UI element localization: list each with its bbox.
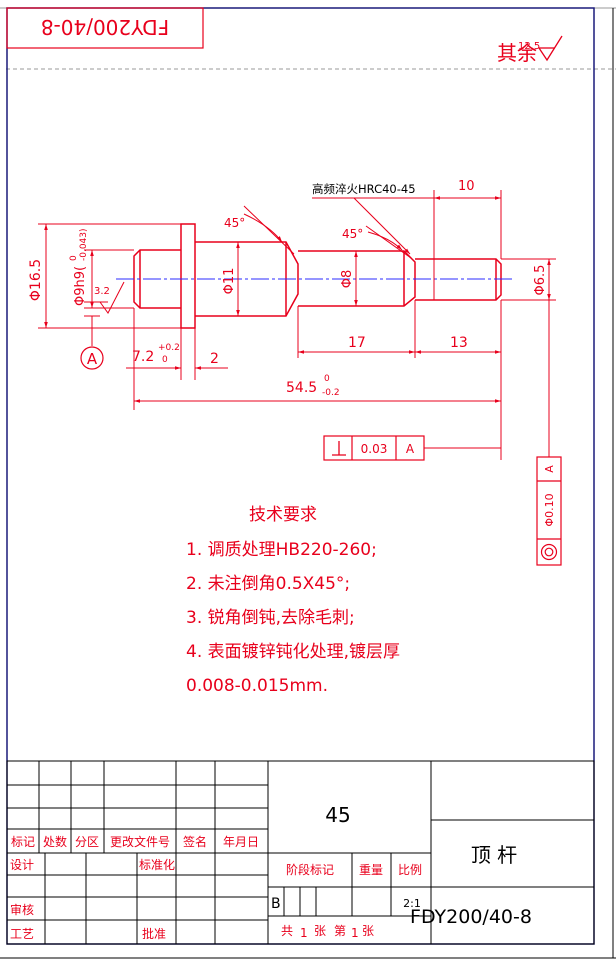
dim-length-54-5-lower: -0.2 <box>322 388 340 398</box>
label-change-doc: 更改文件号 <box>110 834 170 849</box>
datum-a-label: A <box>87 350 98 368</box>
rotated-drawing-number: FDY200/40-8 <box>41 15 169 39</box>
label-sheets-total: 共 <box>281 924 293 938</box>
concentricity-datum: A <box>543 465 556 473</box>
label-ratio: 比例 <box>398 863 422 877</box>
sheets-total-num: 1 <box>300 926 308 940</box>
label-process: 工艺 <box>10 927 34 941</box>
dimension-lines <box>38 190 556 460</box>
label-standardize: 标准化 <box>139 858 175 872</box>
dim-length-7-2: 7.2 <box>132 349 154 365</box>
dim-length-10: 10 <box>458 179 475 194</box>
perpendicularity-datum: A <box>406 442 415 456</box>
part-name: 顶 杆 <box>471 843 517 867</box>
body-d11 <box>195 241 299 317</box>
tech-req-item-5: 0.008-0.015mm. <box>186 676 328 696</box>
dim-dia-11: Φ11 <box>222 268 237 295</box>
dim-length-2: 2 <box>210 351 219 367</box>
label-mark: 标记 <box>11 835 35 849</box>
dim-dia-16-5: Φ16.5 <box>28 259 44 301</box>
label-stage: 阶段标记 <box>286 862 334 877</box>
title-block-grid <box>6 760 595 945</box>
tech-req-item-4: 4. 表面镀锌钝化处理,镀层厚 <box>186 642 400 662</box>
label-signature: 签名 <box>183 834 207 849</box>
label-sheets-unit: 张 <box>314 924 326 938</box>
title-drawing-number: FDY200/40-8 <box>410 906 532 928</box>
surface-finish-symbol-icon <box>538 35 563 62</box>
dim-length-7-2-upper: +0.2 <box>158 343 180 353</box>
label-count: 处数 <box>43 834 67 849</box>
dim-chamfer-left: 45° <box>224 216 245 230</box>
label-sheet-no-unit: 张 <box>362 924 374 938</box>
dim-dia-9h9-upper: 0 <box>69 255 79 261</box>
flange <box>180 223 196 329</box>
label-weight: 重量 <box>359 863 383 877</box>
stage-mark: B <box>271 896 281 912</box>
scale-value: 2:1 <box>403 897 421 910</box>
hardening-note: 高频淬火HRC40-45 <box>312 182 416 196</box>
dim-length-17: 17 <box>348 335 366 351</box>
dim-length-7-2-lower: 0 <box>162 355 168 365</box>
label-design: 设计 <box>10 858 34 872</box>
dim-chamfer-right: 45° <box>342 227 363 241</box>
surface-finish-value: 12.5 <box>518 41 540 52</box>
shaft-part <box>133 223 502 329</box>
tech-req-title: 技术要求 <box>249 505 317 525</box>
roughness-3-2: 3.2 <box>94 286 110 297</box>
perpendicularity-frame: 0.03 A <box>323 435 425 461</box>
label-sheet-no-prefix: 第 <box>334 924 346 938</box>
perpendicularity-icon <box>332 441 346 456</box>
label-zone: 分区 <box>75 835 99 849</box>
concentricity-frame: A Φ0.10 <box>536 456 562 566</box>
dim-dia-9h9-lower: -0.043) <box>79 228 89 261</box>
surface-finish-prefix: 其余 <box>497 41 537 65</box>
tech-req-item-3: 3. 锐角倒钝,去除毛刺; <box>186 608 355 628</box>
dim-dia-9h9: Φ9h9( <box>73 266 88 306</box>
perpendicularity-value: 0.03 <box>361 442 388 456</box>
dim-dia-8: Φ8 <box>340 270 355 289</box>
dim-length-54-5: 54.5 <box>286 380 317 396</box>
rotated-number-box <box>6 7 204 49</box>
tech-req-item-1: 1. 调质处理HB220-260; <box>186 540 377 560</box>
label-date: 年月日 <box>223 835 259 849</box>
material-value: 45 <box>325 803 350 827</box>
dim-length-13: 13 <box>450 335 468 351</box>
sheet-no: 1 <box>351 926 359 940</box>
concentricity-value: Φ0.10 <box>543 493 556 526</box>
dim-dia-6-5: Φ6.5 <box>533 265 548 296</box>
dim-length-54-5-upper: 0 <box>324 374 330 384</box>
datum-a-circle <box>80 346 104 370</box>
label-approve: 批准 <box>142 926 166 941</box>
tech-req-item-2: 2. 未注倒角0.5X45°; <box>186 574 350 594</box>
concentricity-icon <box>540 543 558 561</box>
drawing-frame <box>6 7 595 945</box>
label-review: 审核 <box>10 902 34 917</box>
